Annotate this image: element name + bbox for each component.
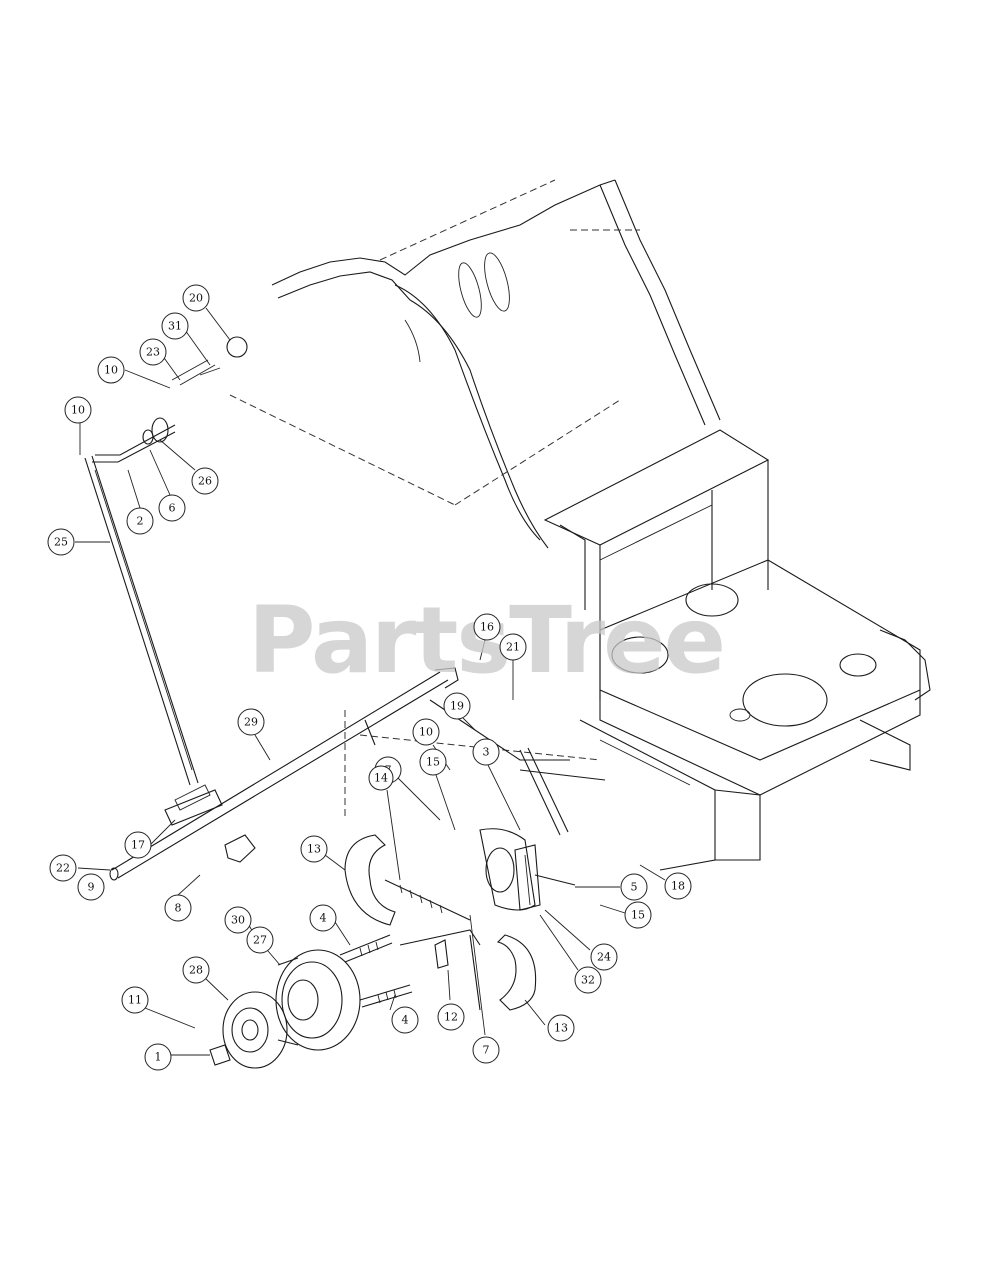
callout-number: 27 [253, 934, 267, 947]
callout-10: 16 [473, 613, 501, 641]
callout-number: 13 [307, 843, 321, 856]
callout-13: 10 [412, 718, 440, 746]
callout-number: 7 [483, 1044, 490, 1057]
callout-number: 25 [54, 536, 68, 549]
callout-21: 8 [164, 894, 192, 922]
callout-34: 4 [391, 1006, 419, 1034]
callout-number: 2 [137, 515, 144, 528]
callout-14: 3 [472, 738, 500, 766]
callout-24: 5 [620, 873, 648, 901]
callout-number: 8 [175, 902, 182, 915]
callout-number: 14 [374, 772, 388, 785]
callout-number: 29 [244, 716, 258, 729]
leader-lines [75, 307, 666, 1056]
callout-22: 13 [300, 835, 328, 863]
callout-number: 6 [169, 502, 176, 515]
callout-27: 4 [309, 904, 337, 932]
callout-number: 28 [189, 964, 203, 977]
callout-11: 21 [499, 633, 527, 661]
callout-number: 10 [104, 364, 118, 377]
callout-number: 18 [671, 880, 685, 893]
callout-5: 10 [64, 396, 92, 424]
callout-26: 30 [224, 906, 252, 934]
callout-labels: 20 31 23 10 10 26 2 6 25 16 21 19 10 3 2… [47, 284, 692, 1071]
callout-18: 15 [419, 748, 447, 776]
callout-28: 15 [624, 901, 652, 929]
callout-36: 13 [547, 1014, 575, 1042]
callout-number: 10 [419, 726, 433, 739]
callout-number: 15 [426, 756, 440, 769]
callout-number: 10 [71, 404, 85, 417]
callout-number: 9 [88, 881, 95, 894]
callout-number: 24 [597, 951, 611, 964]
callout-16: 17 [124, 831, 152, 859]
callout-32: 11 [121, 986, 149, 1014]
callout-31: 28 [182, 956, 210, 984]
callout-4: 10 [97, 356, 125, 384]
callout-number: 32 [581, 974, 595, 987]
callout-9: 25 [47, 528, 75, 556]
callout-number: 3 [483, 746, 490, 759]
callout-number: 1 [155, 1051, 162, 1064]
callout-2: 31 [161, 312, 189, 340]
callout-20: 9 [77, 873, 105, 901]
callout-33: 32 [574, 966, 602, 994]
callout-number: 11 [128, 994, 142, 1007]
callout-number: 12 [444, 1011, 458, 1024]
callout-8: 6 [158, 494, 186, 522]
callout-number: 5 [631, 881, 638, 894]
callout-number: 30 [231, 914, 245, 927]
linkage-parts [84, 336, 606, 1069]
callout-38: 7 [472, 1036, 500, 1064]
callout-number: 22 [56, 862, 70, 875]
callout-30: 24 [590, 943, 618, 971]
callout-number: 31 [168, 320, 182, 333]
callout-35: 12 [437, 1003, 465, 1031]
callout-29: 27 [246, 926, 274, 954]
watermark-text: PartsTree [248, 587, 724, 694]
callout-15: 29 [237, 708, 265, 736]
chassis-frame [229, 179, 931, 871]
callout-6: 26 [191, 467, 219, 495]
callout-1: 20 [182, 284, 210, 312]
callout-number: 23 [146, 346, 160, 359]
callout-number: 17 [131, 839, 145, 852]
callout-number: 21 [506, 641, 520, 654]
callout-3: 23 [139, 338, 167, 366]
callout-number: 20 [189, 292, 203, 305]
callout-number: 16 [480, 621, 494, 634]
callout-number: 26 [198, 475, 212, 488]
callout-number: 13 [554, 1022, 568, 1035]
callout-19: 22 [49, 854, 77, 882]
callout-number: 4 [402, 1014, 409, 1027]
callout-number: 4 [320, 912, 327, 925]
callout-25: 18 [664, 872, 692, 900]
callout-12: 19 [443, 692, 471, 720]
callout-23: 14 [368, 765, 394, 791]
callout-number: 15 [631, 909, 645, 922]
callout-37: 1 [144, 1043, 172, 1071]
callout-number: 19 [450, 700, 464, 713]
callout-7: 2 [126, 507, 154, 535]
